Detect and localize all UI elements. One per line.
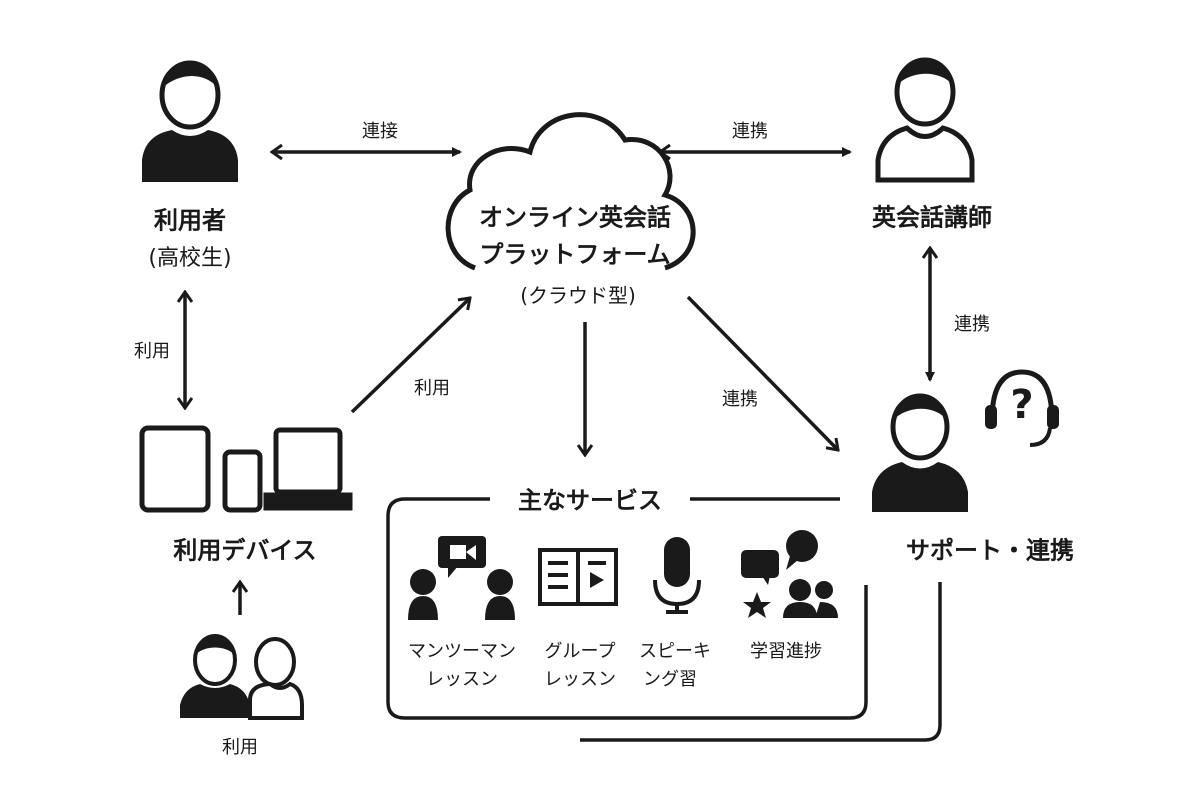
edge-label-platform-teacher: 連携 xyxy=(732,121,768,142)
platform-title-line1: オンライン英会話 xyxy=(479,203,671,232)
teacher-title: 英会話講師 xyxy=(872,203,992,232)
phone-icon xyxy=(222,449,263,513)
service-label-line2: ング習 xyxy=(643,669,697,690)
edge-label-teacher-support: 連携 xyxy=(954,314,990,335)
platform-title-line2: プラットフォーム xyxy=(479,240,671,269)
service-label-line1: グループ xyxy=(544,641,616,662)
support-title: サポート・連携 xyxy=(906,536,1074,565)
group-progress-icon xyxy=(741,530,838,618)
edge-label-user-platform: 連接 xyxy=(362,121,398,142)
edge-label-user-device: 利用 xyxy=(134,341,170,362)
family-icon xyxy=(180,634,304,720)
arrow-platform-support xyxy=(686,295,838,450)
svg-text:?: ? xyxy=(1010,382,1033,428)
video-chat-icon xyxy=(408,536,515,620)
support-person-icon xyxy=(872,393,968,512)
service-label-line1: スピーキ xyxy=(639,641,711,662)
user-person-icon xyxy=(142,60,238,182)
devices-icon xyxy=(139,425,353,513)
edge-label-platform-support: 連携 xyxy=(722,389,758,410)
service-label-line1: 学習進捗 xyxy=(750,641,822,662)
service-label-line2: レッスン xyxy=(544,669,616,690)
family-label: 利用 xyxy=(222,737,258,758)
arrow-device-platform xyxy=(350,298,470,414)
teacher-person-icon xyxy=(875,57,975,183)
edge-label-device-platform: 利用 xyxy=(414,378,450,399)
user-subtitle: (高校生) xyxy=(148,246,232,271)
microphone-icon xyxy=(653,537,701,614)
support-connector-line xyxy=(580,582,942,742)
book-video-icon xyxy=(538,548,618,606)
platform-subtitle: (クラウド型) xyxy=(520,283,636,308)
laptop-icon xyxy=(273,427,343,495)
services-box xyxy=(386,497,868,720)
devices-title: 利用デバイス xyxy=(173,536,317,565)
services-title: 主なサービス xyxy=(518,486,662,515)
tablet-icon xyxy=(139,425,211,513)
headset-question-icon: ? xyxy=(985,369,1059,447)
cloud-icon xyxy=(445,112,696,271)
service-label-line2: レッスン xyxy=(426,669,498,690)
user-title: 利用者 xyxy=(154,206,226,235)
service-label-line1: マンツーマン xyxy=(408,641,516,662)
